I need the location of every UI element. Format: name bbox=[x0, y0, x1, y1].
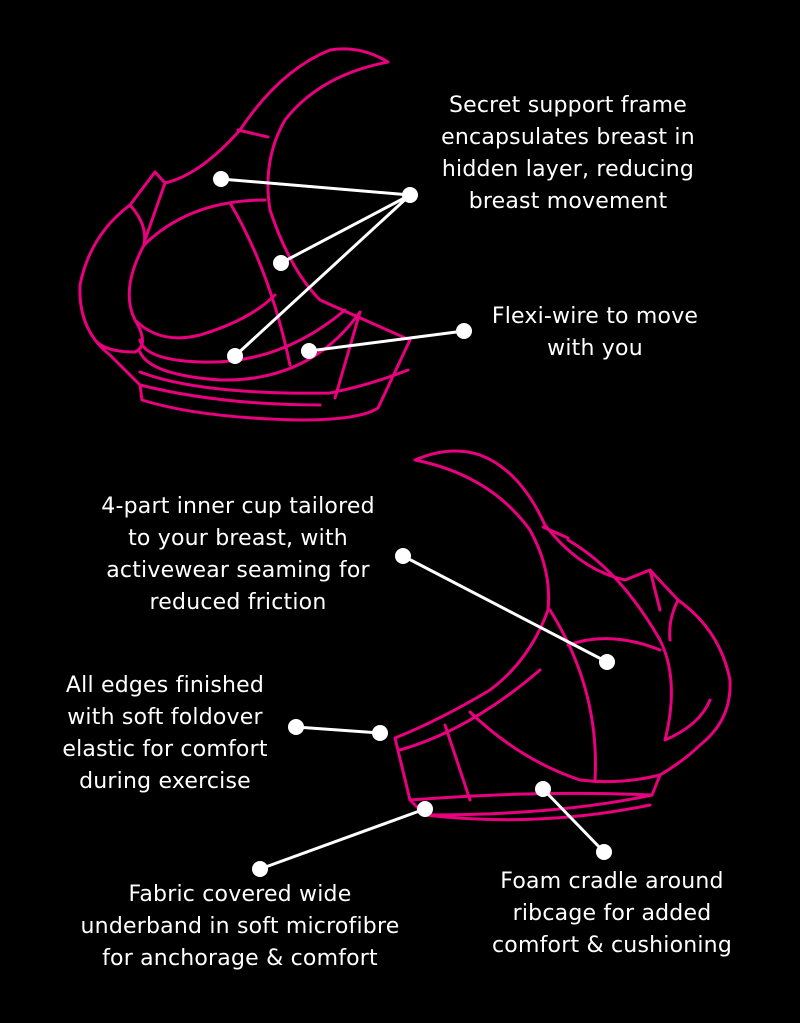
callout-dot bbox=[273, 255, 289, 271]
callout-lines bbox=[213, 171, 615, 877]
callout-line: activewear seaming for bbox=[106, 558, 370, 583]
callout-line: 4-part inner cup tailored bbox=[101, 494, 375, 519]
callout-dot bbox=[596, 844, 612, 860]
callout-inner-cup: 4-part inner cup tailored to your breast… bbox=[101, 491, 374, 619]
callout-line: Fabric covered wide bbox=[128, 882, 352, 907]
callout-line: All edges finished bbox=[65, 673, 265, 698]
callout-dot bbox=[417, 801, 433, 817]
callout-line: for anchorage & comfort bbox=[102, 946, 378, 971]
callout-line: encapsulates breast in bbox=[441, 125, 695, 150]
callout-dot bbox=[227, 348, 243, 364]
callout-line: hidden layer, reducing bbox=[441, 157, 695, 182]
callout-line: to your breast, with bbox=[128, 526, 348, 551]
callout-line: breast movement bbox=[468, 189, 668, 214]
callout-line: reduced friction bbox=[149, 590, 327, 615]
callout-line: comfort & cushioning bbox=[492, 933, 732, 958]
callout-dot bbox=[252, 861, 268, 877]
callout-dot bbox=[395, 548, 411, 564]
callout-line: underband in soft microfibre bbox=[80, 914, 400, 939]
callout-line: with soft foldover bbox=[67, 705, 263, 730]
callout-dot bbox=[288, 719, 304, 735]
callout-line: Secret support frame bbox=[448, 93, 687, 118]
callout-line: Flexi-wire to move bbox=[491, 304, 699, 329]
top-bra-outline bbox=[78, 47, 412, 422]
callout-dot bbox=[456, 323, 472, 339]
callout-dot bbox=[402, 187, 418, 203]
callout-foam-cradle: Foam cradle around ribcage for added com… bbox=[492, 866, 732, 962]
callout-dot bbox=[372, 725, 388, 741]
callout-line: during exercise bbox=[79, 769, 251, 794]
callout-line: elastic for comfort bbox=[62, 737, 268, 762]
callout-support-frame: Secret support frame encapsulates breast… bbox=[441, 90, 695, 218]
callout-line: Foam cradle around bbox=[500, 869, 724, 894]
callout-flexi-wire: Flexi-wire to move with you bbox=[492, 301, 698, 365]
bottom-bra-outline bbox=[393, 449, 732, 822]
callout-underband: Fabric covered wide underband in soft mi… bbox=[81, 879, 400, 975]
callout-dot bbox=[301, 343, 317, 359]
callout-dot bbox=[535, 781, 551, 797]
callout-line: with you bbox=[547, 336, 643, 361]
callout-dot bbox=[213, 171, 229, 187]
callout-dot bbox=[599, 654, 615, 670]
callout-line: ribcage for added bbox=[512, 901, 712, 926]
callout-edges: All edges finished with soft foldover el… bbox=[62, 670, 267, 798]
